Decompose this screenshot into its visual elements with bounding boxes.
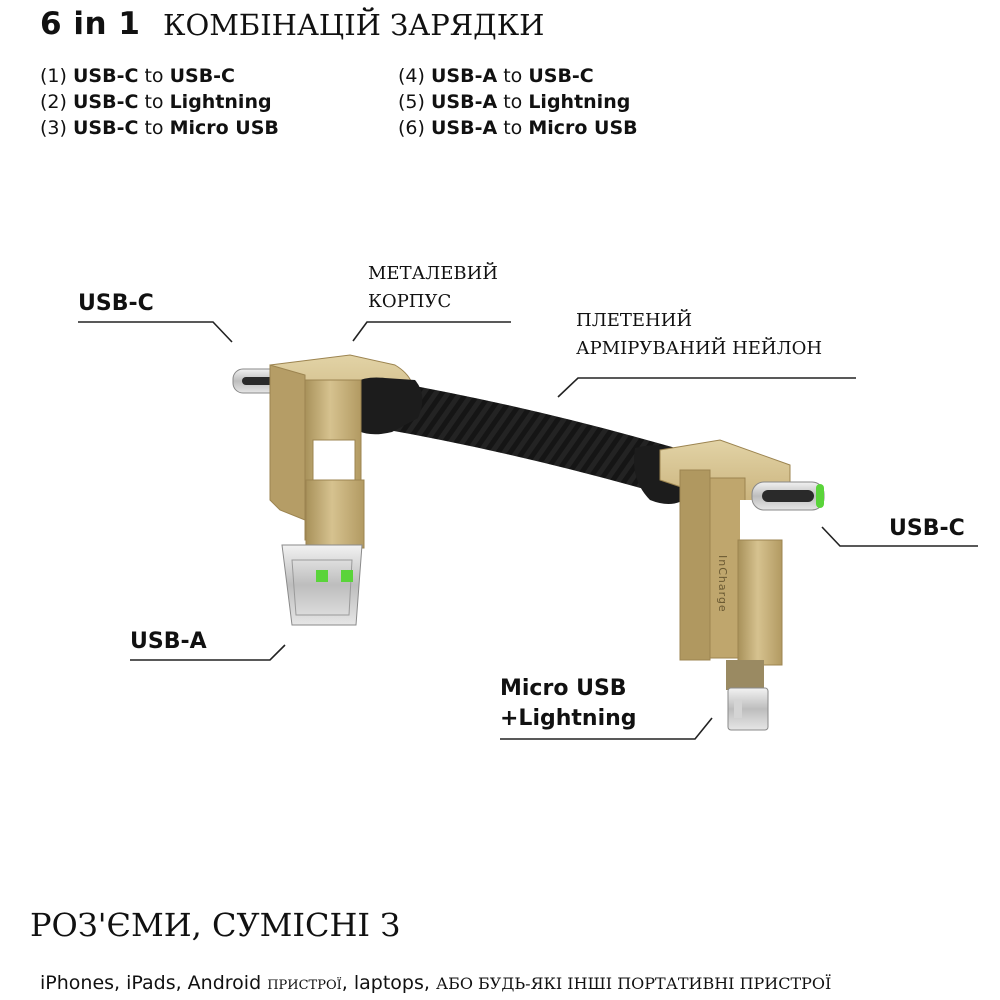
brand-text: InCharge: [716, 555, 729, 613]
lightning-tip: [726, 660, 769, 731]
page-title: КОМБІНАЦІЙ ЗАРЯДКИ: [163, 8, 545, 42]
leader-usb-c-left: [78, 321, 233, 343]
leader-usb-c-right: [821, 526, 978, 547]
combination-item-6: (6) USB-A to Micro USB: [398, 117, 638, 139]
combination-item-3: (3) USB-C to Micro USB: [40, 117, 279, 139]
combination-item-5: (5) USB-A to Lightning: [398, 91, 631, 113]
combination-item-4: (4) USB-A to USB-C: [398, 65, 594, 87]
usb-a-plug: [281, 544, 363, 626]
left-metal-housing: [269, 354, 423, 549]
right-usb-c-tip: [751, 481, 825, 511]
compatibility-title: РОЗ'ЄМИ, СУМІСНІ З: [30, 906, 401, 944]
label-metal-housing: МЕТАЛЕВИЙ КОРПУС: [368, 263, 498, 312]
combination-item-1: (1) USB-C to USB-C: [40, 65, 236, 87]
combination-list-right: (4) USB-A to USB-C (5) USB-A to Lightnin…: [398, 63, 638, 141]
label-micro-lightning: Micro USB +Lightning: [500, 676, 637, 731]
label-braided-nylon: ПЛЕТЕНИЙ АРМІРУВАНИЙ НЕЙЛОН: [576, 310, 823, 359]
badge-6-in-1: 6 in 1: [40, 6, 141, 42]
leader-micro-lightning: [500, 717, 713, 740]
label-usb-c-right: USB-C: [889, 516, 965, 541]
combination-list-left: (1) USB-C to USB-C (2) USB-C to Lightnin…: [40, 63, 279, 141]
label-usb-a: USB-A: [130, 629, 207, 654]
leader-metal-housing: [352, 321, 511, 342]
leader-usb-a: [130, 644, 286, 661]
label-usb-c-left: USB-C: [78, 291, 154, 316]
compatibility-text: iPhones, iPads, Android ПРИСТРОЇ, laptop…: [40, 972, 832, 994]
leader-nylon: [557, 377, 856, 398]
combination-item-2: (2) USB-C to Lightning: [40, 91, 272, 113]
